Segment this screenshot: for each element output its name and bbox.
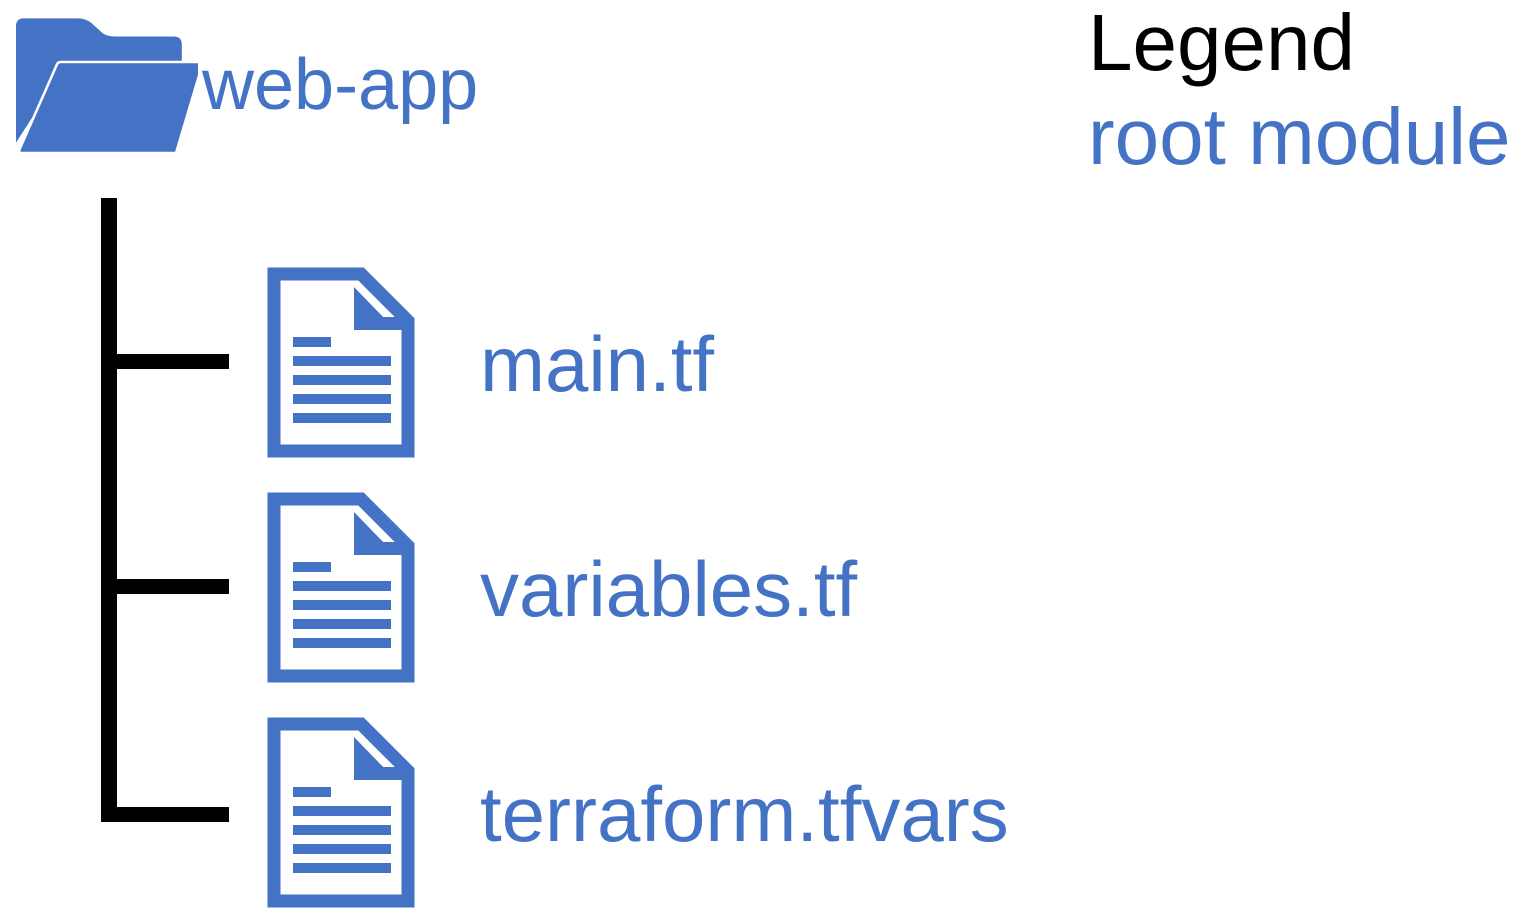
open-folder-icon	[16, 18, 198, 152]
legend-title: Legend	[1088, 0, 1355, 87]
document-icon	[267, 717, 415, 908]
tree-branch-line	[101, 807, 229, 822]
file-label-terraform-tfvars: terraform.tfvars	[480, 770, 1009, 858]
tree-trunk-line	[101, 198, 117, 822]
root-folder-label: web-app	[202, 45, 479, 125]
file-label-main-tf: main.tf	[480, 320, 715, 408]
legend: Legend root module	[1088, 0, 1510, 184]
document-icon	[267, 267, 415, 458]
tree-branch-line	[101, 354, 229, 369]
legend-entry-root-module: root module	[1088, 92, 1511, 181]
tree-branch-line	[101, 579, 229, 594]
file-label-variables-tf: variables.tf	[480, 545, 858, 633]
document-icon	[267, 492, 415, 683]
